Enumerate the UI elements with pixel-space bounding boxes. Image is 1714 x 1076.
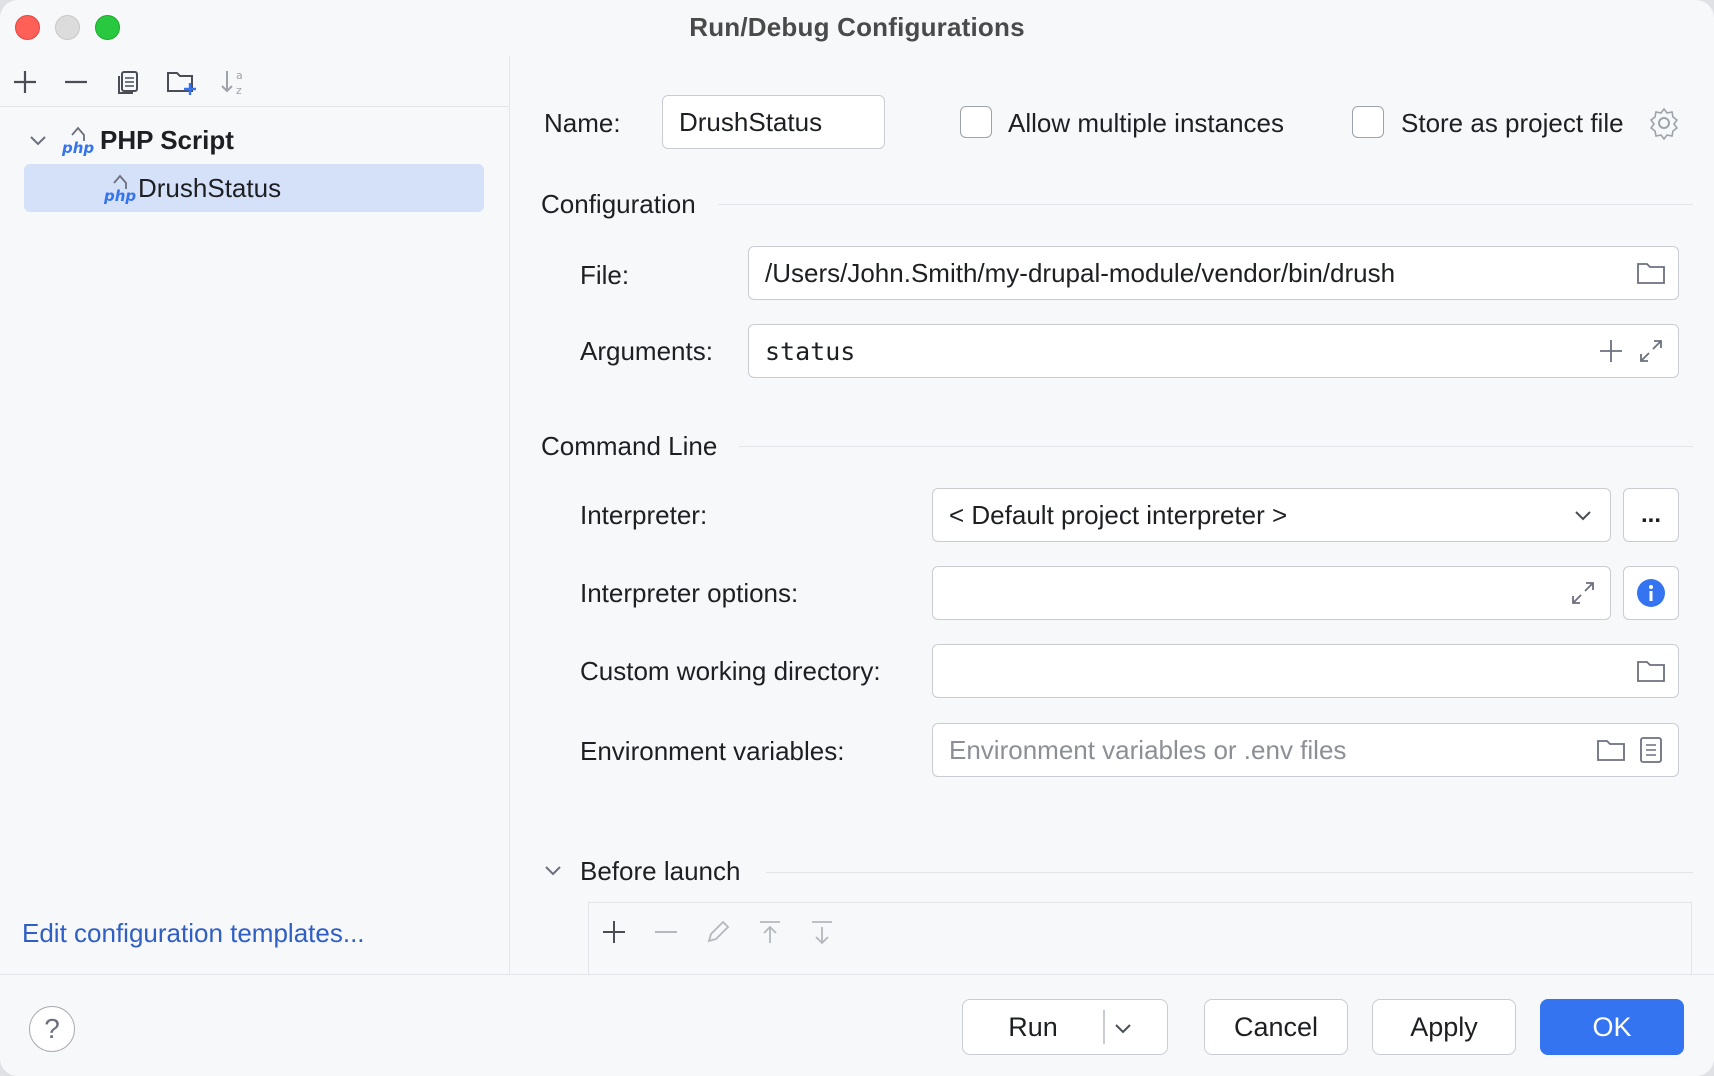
interpreter-select[interactable]: < Default project interpreter > bbox=[932, 488, 1611, 542]
tree-item-label: DrushStatus bbox=[138, 172, 282, 203]
php-script-icon: php bbox=[103, 171, 138, 205]
store-project-label: Store as project file bbox=[1401, 108, 1624, 138]
move-down-icon[interactable] bbox=[805, 915, 839, 949]
split-divider bbox=[1103, 1010, 1105, 1044]
tree-item-php-script[interactable]: php PHP Script bbox=[26, 116, 234, 164]
apply-button[interactable]: Apply bbox=[1372, 999, 1516, 1055]
working-directory-label: Custom working directory: bbox=[580, 656, 881, 686]
edit-icon[interactable] bbox=[701, 915, 735, 949]
allow-multiple-label: Allow multiple instances bbox=[1008, 108, 1285, 138]
tree-item-label: PHP Script bbox=[100, 124, 234, 155]
maximize-window-button[interactable] bbox=[95, 15, 120, 40]
configuration-section-title: Configuration bbox=[541, 189, 696, 219]
chevron-down-icon[interactable] bbox=[1113, 1014, 1137, 1038]
chevron-down-icon[interactable] bbox=[26, 128, 50, 152]
info-button[interactable] bbox=[1623, 566, 1679, 620]
allow-multiple-checkbox[interactable] bbox=[960, 106, 992, 138]
svg-text:z: z bbox=[236, 84, 242, 97]
command-line-section-title: Command Line bbox=[541, 431, 718, 461]
section-separator bbox=[718, 204, 1693, 205]
expand-icon[interactable] bbox=[1634, 334, 1668, 368]
chevron-down-icon bbox=[1566, 498, 1600, 532]
interpreter-options-field[interactable] bbox=[932, 566, 1611, 620]
interpreter-label: Interpreter: bbox=[580, 500, 708, 530]
svg-text:a: a bbox=[236, 69, 243, 82]
configuration-editor: Name: DrushStatus Allow multiple instanc… bbox=[511, 56, 1714, 982]
interpreter-more-button[interactable]: ... bbox=[1623, 488, 1679, 542]
environment-variables-label: Environment variables: bbox=[580, 736, 845, 766]
folder-icon[interactable] bbox=[1634, 654, 1668, 688]
ok-button[interactable]: OK bbox=[1540, 999, 1684, 1055]
dialog-button-bar: ? Run Cancel Apply OK bbox=[0, 974, 1714, 1076]
svg-text:php: php bbox=[104, 187, 136, 205]
interpreter-options-label: Interpreter options: bbox=[580, 578, 799, 608]
before-launch-section-title: Before launch bbox=[580, 856, 741, 886]
close-window-button[interactable] bbox=[15, 15, 40, 40]
window-title: Run/Debug Configurations bbox=[689, 12, 1025, 42]
copy-icon[interactable] bbox=[113, 66, 145, 98]
remove-icon[interactable] bbox=[60, 66, 92, 98]
arguments-field[interactable]: status bbox=[748, 324, 1679, 378]
file-field[interactable]: /Users/John.Smith/my-drupal-module/vendo… bbox=[748, 246, 1679, 300]
info-icon bbox=[1637, 579, 1665, 607]
add-icon[interactable] bbox=[597, 915, 631, 949]
name-label: Name: bbox=[544, 108, 621, 138]
move-up-icon[interactable] bbox=[753, 915, 787, 949]
remove-icon[interactable] bbox=[649, 915, 683, 949]
run-button[interactable]: Run bbox=[962, 999, 1168, 1055]
add-macro-icon[interactable] bbox=[1594, 334, 1628, 368]
section-separator bbox=[739, 446, 1693, 447]
help-button[interactable]: ? bbox=[29, 1006, 75, 1052]
working-directory-field[interactable] bbox=[932, 644, 1679, 698]
title-bar: Run/Debug Configurations bbox=[0, 0, 1714, 56]
list-icon[interactable] bbox=[1634, 733, 1668, 767]
cancel-button[interactable]: Cancel bbox=[1204, 999, 1348, 1055]
arguments-label: Arguments: bbox=[580, 336, 713, 366]
gear-icon[interactable] bbox=[1647, 106, 1681, 141]
tree-item-drushstatus[interactable]: php DrushStatus bbox=[24, 164, 484, 212]
php-script-icon: php bbox=[61, 123, 96, 157]
environment-variables-field[interactable]: Environment variables or .env files bbox=[932, 723, 1679, 777]
store-project-checkbox[interactable] bbox=[1352, 106, 1384, 138]
section-separator bbox=[766, 872, 1693, 873]
folder-icon[interactable] bbox=[1634, 256, 1668, 290]
new-folder-icon[interactable] bbox=[166, 66, 198, 98]
minimize-window-button[interactable] bbox=[55, 15, 80, 40]
name-field[interactable]: DrushStatus bbox=[662, 95, 885, 149]
expand-icon[interactable] bbox=[1566, 576, 1600, 610]
svg-text:php: php bbox=[62, 139, 94, 157]
file-label: File: bbox=[580, 260, 630, 290]
folder-icon[interactable] bbox=[1594, 733, 1628, 767]
before-launch-list bbox=[588, 902, 1692, 982]
add-icon[interactable] bbox=[9, 66, 41, 98]
chevron-down-icon[interactable] bbox=[543, 860, 567, 884]
edit-templates-link[interactable]: Edit configuration templates... bbox=[22, 918, 365, 948]
run-label: Run bbox=[1008, 1011, 1058, 1042]
